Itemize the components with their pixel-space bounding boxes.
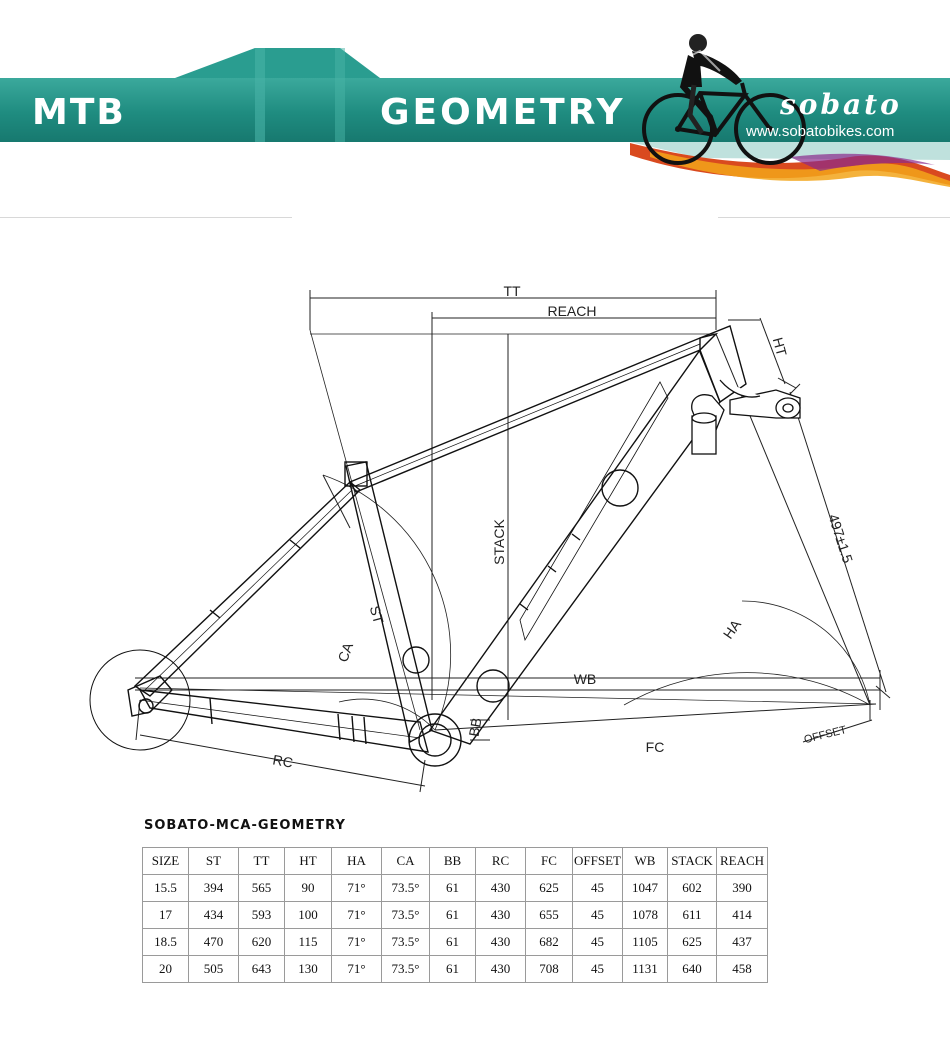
- table-cell: 20: [142, 955, 189, 983]
- label-reach: REACH: [547, 303, 596, 319]
- table-cell: 73.5°: [381, 874, 430, 902]
- table-cell: 45: [572, 874, 623, 902]
- header-bb: BB: [429, 847, 476, 875]
- table-cell: 1047: [622, 874, 668, 902]
- header-rc: RC: [475, 847, 526, 875]
- table-cell: 625: [667, 928, 717, 956]
- table-row: 17 434 593 100 71° 73.5° 61 430 655 45 1…: [142, 901, 768, 929]
- header-st: ST: [188, 847, 239, 875]
- header-banner: MTB GEOMETRY sobato www.sobatobikes.com: [0, 0, 950, 205]
- table-cell: 394: [188, 874, 239, 902]
- table-cell: 45: [572, 955, 623, 983]
- table-cell: 71°: [331, 955, 382, 983]
- table-cell: 73.5°: [381, 955, 430, 983]
- label-stack: STACK: [491, 519, 507, 565]
- table-cell: 430: [475, 874, 526, 902]
- table-cell: 71°: [331, 874, 382, 902]
- header-offset: OFFSET: [572, 847, 623, 875]
- table-cell: 643: [238, 955, 285, 983]
- table-header-row: SIZE ST TT HT HA CA BB RC FC OFFSET WB S…: [142, 847, 768, 875]
- label-tt: TT: [503, 283, 521, 299]
- header-tt: TT: [238, 847, 285, 875]
- table-cell: 708: [525, 955, 573, 983]
- table-cell: 45: [572, 928, 623, 956]
- table-cell: 73.5°: [381, 928, 430, 956]
- table-cell: 61: [429, 928, 476, 956]
- table-row: 18.5 470 620 115 71° 73.5° 61 430 682 45…: [142, 928, 768, 956]
- label-ca: CA: [334, 640, 356, 664]
- table-cell: 434: [188, 901, 239, 929]
- divider-right: [718, 217, 950, 218]
- table-row: 20 505 643 130 71° 73.5° 61 430 708 45 1…: [142, 955, 768, 983]
- table-cell: 430: [475, 928, 526, 956]
- geometry-table: SIZE ST TT HT HA CA BB RC FC OFFSET WB S…: [142, 847, 768, 983]
- table-cell: 620: [238, 928, 285, 956]
- label-bb: BB: [466, 717, 485, 738]
- table-cell: 655: [525, 901, 573, 929]
- table-cell: 71°: [331, 928, 382, 956]
- brand-logo: sobato: [780, 88, 902, 121]
- table-cell: 430: [475, 901, 526, 929]
- table-row: 15.5 394 565 90 71° 73.5° 61 430 625 45 …: [142, 874, 768, 902]
- table-title: SOBATO-MCA-GEOMETRY: [144, 818, 346, 833]
- label-rc: RC: [272, 751, 295, 770]
- table-cell: 430: [475, 955, 526, 983]
- table-cell: 15.5: [142, 874, 189, 902]
- table-cell: 115: [284, 928, 332, 956]
- table-cell: 682: [525, 928, 573, 956]
- header-size: SIZE: [142, 847, 189, 875]
- label-ha: HA: [720, 616, 745, 642]
- table-cell: 45: [572, 901, 623, 929]
- table-cell: 61: [429, 955, 476, 983]
- banner-left-title: MTB: [32, 92, 126, 133]
- table-cell: 61: [429, 901, 476, 929]
- table-cell: 18.5: [142, 928, 189, 956]
- cyclist-illustration: [630, 34, 950, 187]
- banner-bar: [0, 78, 950, 142]
- header-wb: WB: [622, 847, 668, 875]
- table-cell: 565: [238, 874, 285, 902]
- table-cell: 458: [716, 955, 768, 983]
- label-ht: HT: [770, 336, 790, 359]
- label-wb: WB: [574, 671, 597, 687]
- header-reach: REACH: [716, 847, 768, 875]
- table-cell: 593: [238, 901, 285, 929]
- table-cell: 470: [188, 928, 239, 956]
- table-cell: 611: [667, 901, 717, 929]
- label-st: ST: [367, 604, 387, 626]
- table-cell: 414: [716, 901, 768, 929]
- label-fork-length: 497±1.5: [825, 512, 856, 565]
- brand-url: www.sobatobikes.com: [746, 123, 895, 140]
- table-cell: 17: [142, 901, 189, 929]
- label-fc: FC: [646, 739, 665, 755]
- header-ha: HA: [331, 847, 382, 875]
- table-cell: 437: [716, 928, 768, 956]
- header-ht: HT: [284, 847, 332, 875]
- table-cell: 1131: [622, 955, 668, 983]
- table-cell: 640: [667, 955, 717, 983]
- banner-right-title: GEOMETRY: [380, 92, 626, 133]
- table-cell: 602: [667, 874, 717, 902]
- table-cell: 505: [188, 955, 239, 983]
- header-stack: STACK: [667, 847, 717, 875]
- table-cell: 1105: [622, 928, 668, 956]
- table-cell: 625: [525, 874, 573, 902]
- header-fc: FC: [525, 847, 573, 875]
- table-cell: 130: [284, 955, 332, 983]
- frame-drawing: TT REACH HT STACK 497±1.5 HA ST CA WB BB…: [89, 283, 891, 793]
- table-cell: 1078: [622, 901, 668, 929]
- label-offset: OFFSET: [803, 724, 848, 746]
- table-cell: 61: [429, 874, 476, 902]
- frame-geometry-diagram: TT REACH HT STACK 497±1.5 HA ST CA WB BB…: [0, 220, 950, 800]
- header-ca: CA: [381, 847, 430, 875]
- table-cell: 73.5°: [381, 901, 430, 929]
- table-cell: 90: [284, 874, 332, 902]
- table-cell: 100: [284, 901, 332, 929]
- table-cell: 71°: [331, 901, 382, 929]
- divider-left: [0, 217, 292, 218]
- table-cell: 390: [716, 874, 768, 902]
